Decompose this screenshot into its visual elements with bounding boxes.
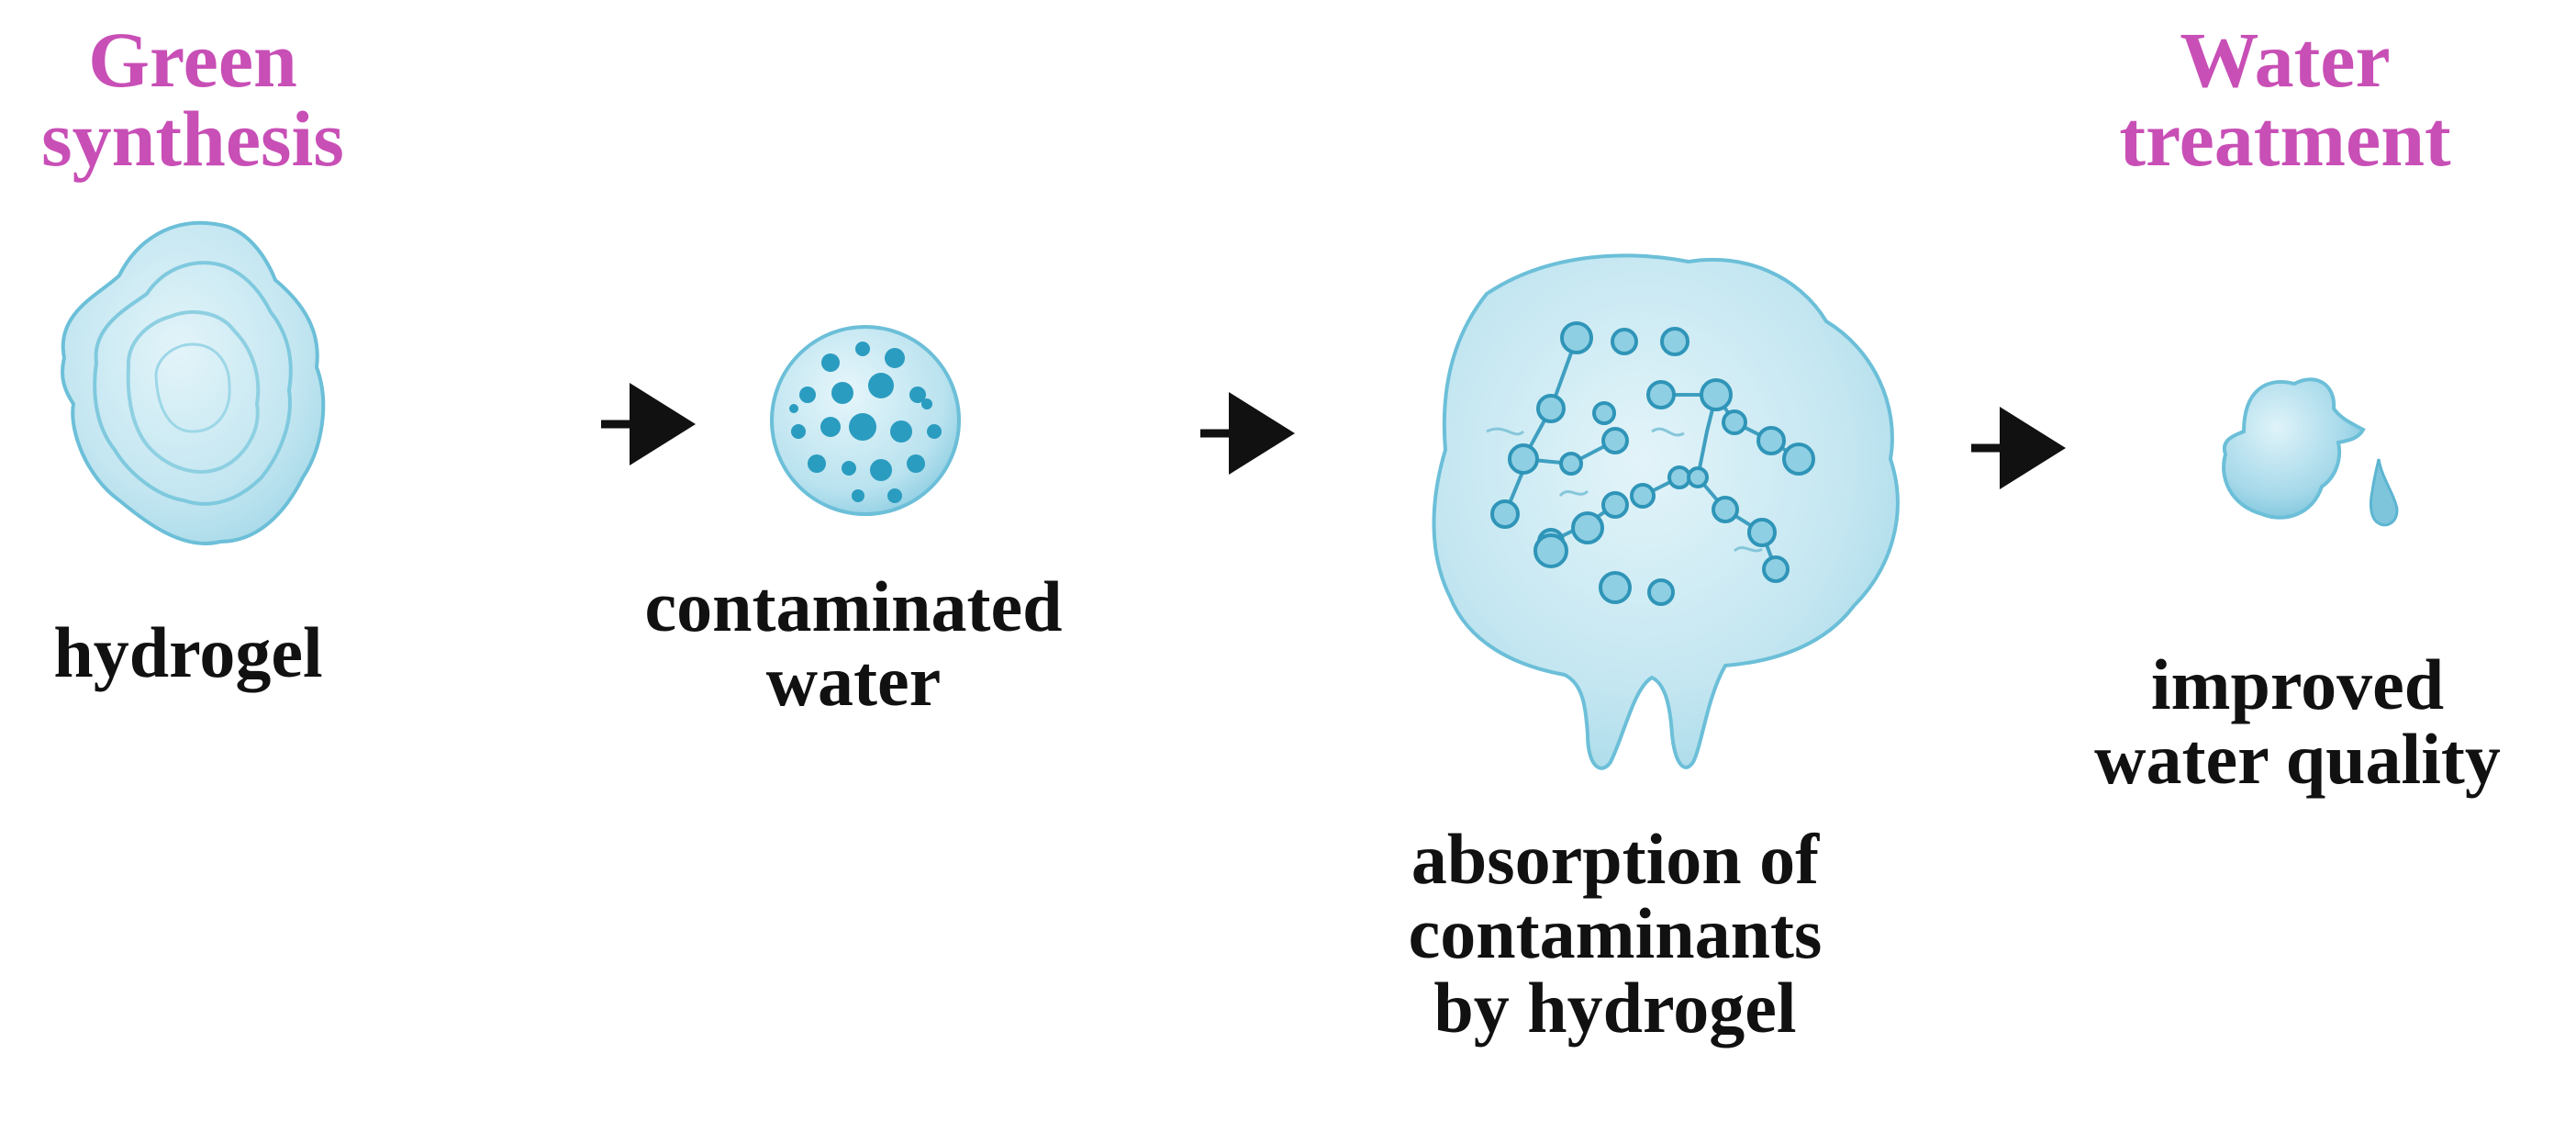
- contaminated-water-icon: [770, 325, 961, 516]
- heading-green-synthesis: Green synthesis: [41, 16, 344, 183]
- step-label-contaminated-water: contaminated water: [644, 566, 1063, 722]
- step-label-hydrogel: hydrogel: [53, 612, 323, 692]
- heading-water-treatment: Water treatment: [2119, 16, 2451, 183]
- step-label-absorption: absorption of contaminants by hydrogel: [1408, 819, 1823, 1048]
- water-droplet-icon: [2222, 377, 2399, 527]
- step-label-improved-water-quality: improved water quality: [2094, 645, 2501, 800]
- hydrogel-absorption-icon: [1432, 253, 1900, 770]
- hydrogel-icon: [61, 220, 326, 545]
